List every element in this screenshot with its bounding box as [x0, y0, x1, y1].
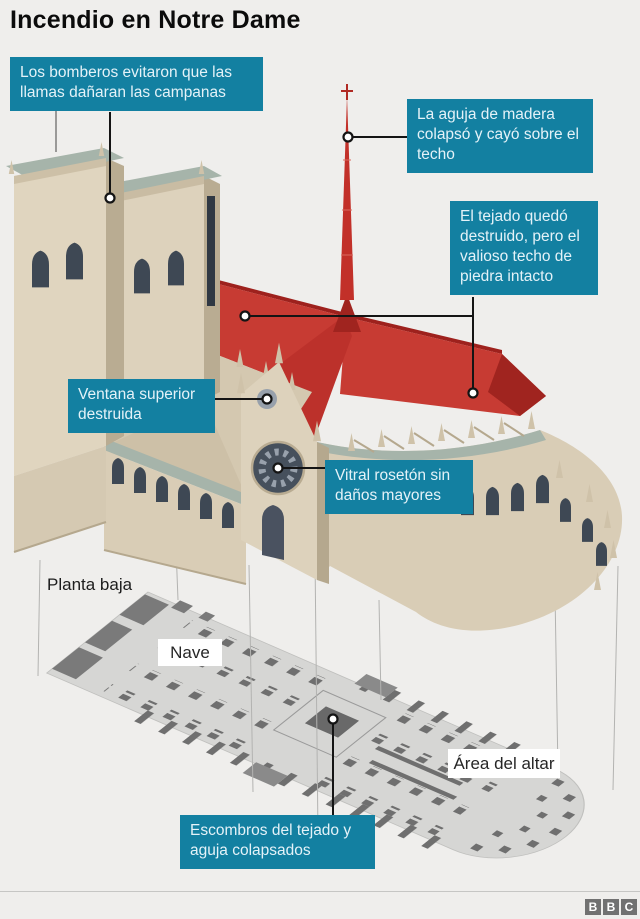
floor-plan	[45, 591, 585, 859]
marker-roof-2	[467, 387, 479, 399]
plan-columns	[103, 620, 524, 836]
callout-connectors	[109, 112, 474, 815]
cathedral-3d-model	[6, 84, 623, 631]
marker-roof-1	[239, 310, 251, 322]
marker-debris	[327, 713, 339, 725]
floor-plan-caption: Planta baja	[47, 575, 133, 594]
bbc-logo-letter: B	[585, 899, 601, 915]
callout-markers	[104, 131, 479, 725]
callout-roof: El tejado quedó destruido, pero el valio…	[450, 201, 598, 295]
burned-transept-roof	[248, 316, 352, 440]
transept-portal	[262, 505, 284, 560]
altar-area-label: Área del altar	[448, 749, 560, 778]
marker-rose-window	[272, 462, 284, 474]
choir-apse	[317, 411, 623, 631]
plan-transept-south	[242, 762, 288, 787]
bbc-logo-letter: B	[603, 899, 619, 915]
bell-tower-north	[108, 160, 222, 424]
plan-altar-steps	[368, 746, 464, 800]
west-block	[13, 446, 107, 553]
burned-choir-roof	[340, 313, 546, 416]
marker-bells	[104, 192, 116, 204]
callout-spire: La aguja de madera colapsó y cayó sobre …	[407, 99, 593, 173]
flying-buttresses	[348, 411, 535, 453]
nave-aisle	[103, 438, 247, 585]
callout-debris: Escombros del tejado y aguja colapsados	[180, 815, 375, 869]
callout-upper-window: Ventana superior destruida	[68, 379, 215, 433]
plan-west-towers	[52, 594, 216, 680]
page-title: Incendio en Notre Dame	[10, 6, 301, 34]
callout-bells: Los bomberos evitaron que las llamas dañ…	[10, 57, 263, 111]
plan-apse-columns	[470, 778, 576, 854]
nave-label: Nave	[158, 639, 222, 666]
callout-rose-window: Vitral rosetón sin daños mayores	[325, 460, 473, 514]
bbc-logo: B B C	[585, 899, 637, 915]
spire	[333, 84, 361, 332]
marker-spire	[342, 131, 354, 143]
footer-divider	[0, 891, 640, 892]
bbc-logo-letter: C	[621, 899, 637, 915]
plan-transept-north	[354, 674, 398, 698]
marker-upper-window	[261, 393, 273, 405]
plan-crossing-outline	[272, 689, 387, 758]
